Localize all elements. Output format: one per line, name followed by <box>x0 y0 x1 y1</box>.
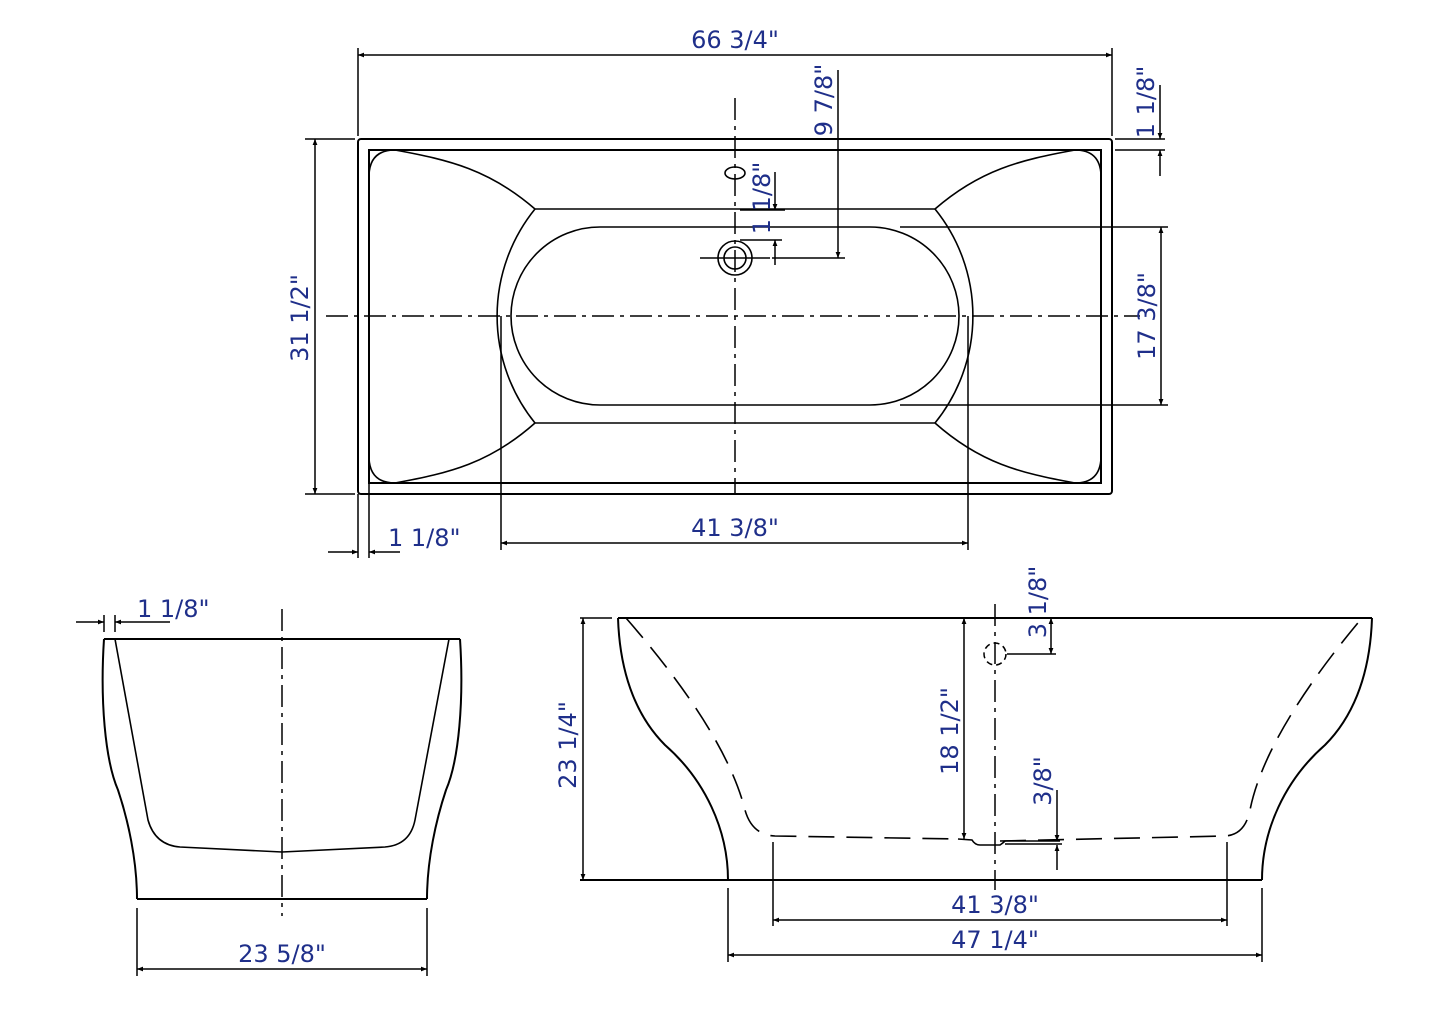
dim-overflow-to-drain: 1 1/8" <box>748 162 776 235</box>
dim-overall-width: 31 1/2" <box>286 274 314 362</box>
side-inner-left-hidden <box>625 617 959 840</box>
dim-end-rim: 1 1/8" <box>137 595 210 623</box>
side-inner-right-hidden <box>999 617 1363 842</box>
dim-side-base-length: 47 1/4" <box>951 926 1039 954</box>
dim-drain-offset: 9 7/8" <box>810 64 838 137</box>
dim-rim-right: 1 1/8" <box>1132 66 1160 139</box>
basin-inner <box>510 226 960 406</box>
dim-overall-length: 66 3/4" <box>691 26 779 54</box>
dim-side-basin-floor: 41 3/8" <box>951 891 1039 919</box>
dim-side-interior-depth: 18 1/2" <box>936 687 964 775</box>
end-outer-right <box>426 638 463 900</box>
dim-basin-width: 17 3/8" <box>1133 272 1161 360</box>
dim-end-base-width: 23 5/8" <box>238 940 326 968</box>
dim-side-overflow-offset: 3 1/8" <box>1024 566 1052 639</box>
side-view: 23 1/4" 18 1/2" 3 1/8" 3/8" 41 3/8" 47 1… <box>554 566 1373 962</box>
end-outer-left <box>101 638 138 900</box>
side-outer-left <box>617 617 729 881</box>
dim-basin-length-top: 41 3/8" <box>691 514 779 542</box>
top-view: 66 3/4" 31 1/2" 9 7/8" 1 1/8" 1 1/8" 17 … <box>286 26 1168 558</box>
side-outer-right <box>1261 617 1373 881</box>
side-drain-recess <box>957 838 1060 846</box>
end-view: 1 1/8" 23 5/8" <box>76 595 463 976</box>
headrest-top-curve <box>394 149 1076 210</box>
dim-side-drain-recess: 3/8" <box>1029 756 1057 806</box>
dim-rim-left: 1 1/8" <box>388 524 461 552</box>
dim-side-overall-height: 23 1/4" <box>554 701 582 789</box>
